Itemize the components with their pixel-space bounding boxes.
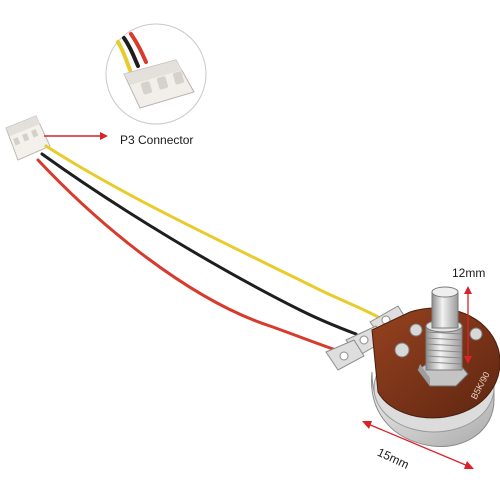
p3-connector <box>5 115 51 161</box>
yellow-wire <box>44 144 382 320</box>
shaft-height-label: 12mm <box>452 266 486 280</box>
inset-connector-housing <box>123 59 195 109</box>
pot-rivet <box>394 342 410 358</box>
black-wire <box>40 152 358 336</box>
potentiometer: B5K/90 <box>325 286 500 447</box>
inset-wires <box>116 32 148 72</box>
body-diameter-dimension <box>362 421 474 469</box>
wires <box>36 144 382 352</box>
pot-shaft <box>431 286 459 329</box>
shaft-height-dimension <box>464 286 472 364</box>
pot-rivet <box>409 323 423 337</box>
connector-zoom-inset <box>105 23 207 125</box>
connector-label: P3 Connector <box>120 133 194 147</box>
connector-pointer-arrow <box>44 132 108 140</box>
pot-rivet <box>469 327 483 341</box>
red-wire <box>36 158 338 352</box>
